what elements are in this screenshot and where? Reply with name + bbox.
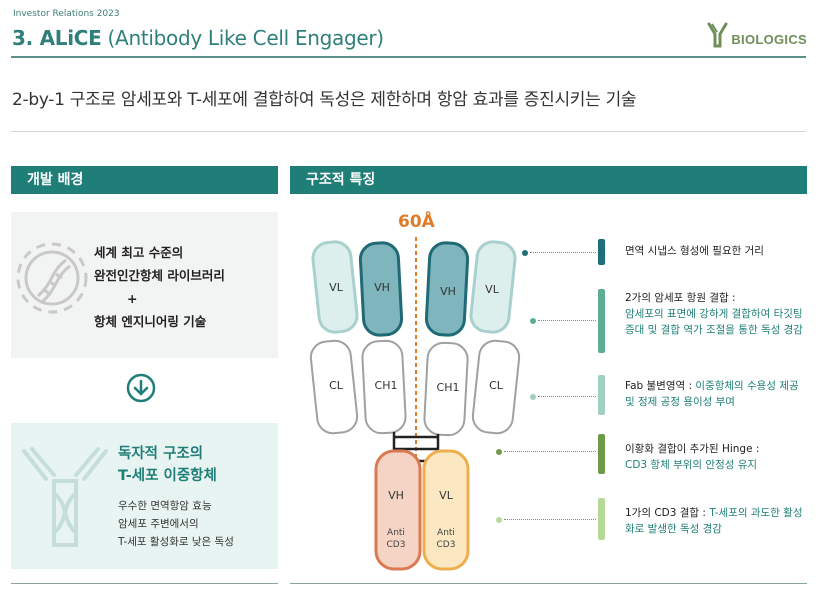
antibody-dna-icon bbox=[22, 447, 108, 547]
cl-domain-right bbox=[471, 339, 521, 435]
title-main: 3. ALiCE bbox=[12, 26, 102, 50]
library-line-2: 완전인간항체 라이브러리 bbox=[94, 268, 225, 283]
label-anti-right: Anti bbox=[437, 528, 455, 538]
bispecific-description: 우수한 면역항암 효능 암세포 주변에서의 T-세포 활성화로 낮은 독성 bbox=[118, 497, 234, 551]
library-line-3: 항체 엔지니어링 기술 bbox=[94, 314, 207, 329]
logo-mark-icon bbox=[707, 22, 728, 48]
label-cd3-vh: VH bbox=[388, 489, 404, 502]
feature-connector-1 bbox=[530, 252, 596, 253]
label-vh-left: VH bbox=[374, 281, 390, 294]
label-vl-right: VL bbox=[485, 283, 500, 296]
bispecific-desc-3: T-세포 활성화로 낮은 독성 bbox=[118, 536, 234, 548]
feature-connector-3 bbox=[538, 396, 596, 397]
header-divider bbox=[11, 56, 806, 58]
plus-sign: + bbox=[127, 291, 138, 306]
cl-domain-left bbox=[309, 339, 359, 435]
feature-bar-5 bbox=[598, 498, 605, 540]
title-rest: (Antibody Like Cell Engager) bbox=[101, 26, 385, 50]
cd3-vl-domain bbox=[422, 449, 470, 571]
feature-dot-4 bbox=[496, 449, 502, 455]
logo-text: BIOLOGICS bbox=[731, 31, 807, 47]
bispecific-desc-2: 암세포 주변에서의 bbox=[118, 518, 199, 530]
feature-text-4: 이황화 결합이 추가된 Hinge : CD3 항체 부위의 안정성 유지 bbox=[625, 443, 760, 471]
feature-dot-3 bbox=[530, 394, 536, 400]
company-logo: BIOLOGICS bbox=[707, 22, 807, 48]
feature-bar-3 bbox=[598, 375, 605, 415]
feature-dot-2 bbox=[530, 318, 536, 324]
feature-connector-5 bbox=[504, 519, 596, 520]
vh-domain-left bbox=[358, 241, 404, 337]
label-vl-left: VL bbox=[329, 281, 344, 294]
bottom-divider-left bbox=[11, 583, 278, 584]
bispecific-title-2: T-세포 이중항체 bbox=[118, 468, 217, 484]
gear-dna-icon bbox=[16, 242, 88, 314]
vl-domain-left bbox=[311, 240, 359, 334]
feature-connector-2 bbox=[538, 320, 596, 321]
feature-text-1: 면역 시냅스 형성에 필요한 거리 bbox=[625, 245, 764, 257]
label-cl-right: CL bbox=[489, 379, 504, 392]
cd3-vh-domain bbox=[374, 449, 422, 571]
feature-connector-4 bbox=[504, 451, 596, 452]
section-heading-background: 개발 배경 bbox=[11, 166, 278, 194]
label-ch1-right: CH1 bbox=[437, 381, 460, 394]
ch1-domain-left bbox=[361, 339, 407, 435]
label-cd3-vl: VL bbox=[439, 489, 454, 502]
vh-domain-right bbox=[424, 241, 470, 337]
kicker-text: Investor Relations 2023 bbox=[13, 9, 120, 19]
label-ch1-left: CH1 bbox=[375, 379, 398, 392]
label-vh-right: VH bbox=[440, 285, 456, 298]
ch1-domain-right bbox=[423, 341, 469, 437]
library-line-1: 세계 최고 수준의 bbox=[94, 245, 184, 260]
feature-dot-1 bbox=[522, 250, 528, 256]
feature-text-5: 1가의 CD3 결합 : T-세포의 과도한 활성화로 발생한 독성 경감 bbox=[625, 507, 803, 535]
feature-text-2: 2가의 암세포 항원 결합 : 암세포의 표면에 강하게 결합하여 타깃팅 증대… bbox=[625, 292, 803, 336]
section-heading-structure: 구조적 특징 bbox=[290, 166, 807, 194]
bottom-divider-right bbox=[290, 583, 807, 584]
bispecific-desc-1: 우수한 면역항암 효능 bbox=[118, 500, 212, 512]
page-title: 3. ALiCE (Antibody Like Cell Engager) bbox=[12, 26, 384, 50]
vl-domain-right bbox=[469, 240, 517, 334]
bispecific-title: 독자적 구조의 T-세포 이중항체 bbox=[118, 443, 217, 487]
feature-bar-1 bbox=[598, 239, 605, 265]
page-subtitle: 2-by-1 구조로 암세포와 T-세포에 결합하여 독성은 제한하며 항암 효… bbox=[12, 90, 637, 110]
feature-dot-5 bbox=[496, 517, 502, 523]
label-cl-left: CL bbox=[329, 379, 344, 392]
arrow-down-circle-icon bbox=[126, 373, 156, 403]
library-description: 세계 최고 수준의 완전인간항체 라이브러리 + 항체 엔지니어링 기술 bbox=[94, 241, 225, 333]
subtitle-divider bbox=[11, 131, 806, 132]
label-cd3-right: CD3 bbox=[437, 540, 456, 550]
feature-bar-2 bbox=[598, 289, 605, 353]
bispecific-title-1: 독자적 구조의 bbox=[118, 446, 204, 462]
distance-label: 60Å bbox=[398, 212, 435, 232]
label-cd3-left: CD3 bbox=[387, 540, 406, 550]
antibody-diagram: VL VH VH VL CL CH1 CH1 CL VH VL Anti CD3… bbox=[309, 237, 521, 571]
feature-bar-4 bbox=[598, 434, 605, 474]
label-anti-left: Anti bbox=[387, 528, 405, 538]
feature-text-3: Fab 불변영역 : 이중항체의 수용성 제공 및 정제 공정 용이성 부여 bbox=[625, 380, 799, 408]
